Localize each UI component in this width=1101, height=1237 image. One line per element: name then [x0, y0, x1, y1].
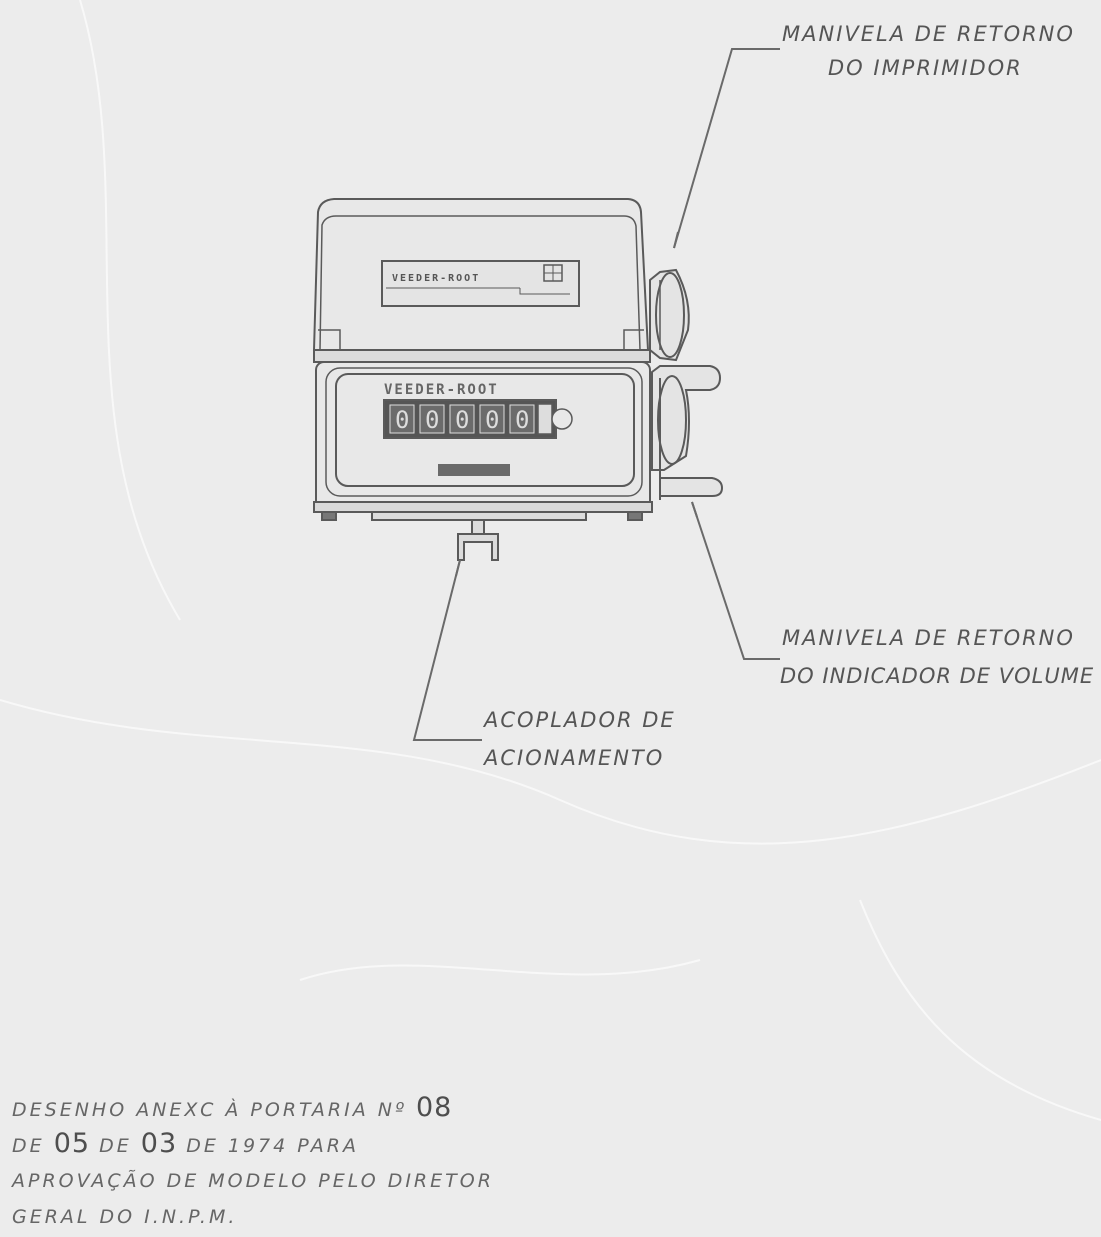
- counter-digit-2: 0: [425, 406, 439, 434]
- leader-lines: [412, 48, 780, 741]
- caption-de-2: DE: [99, 1135, 132, 1157]
- counter-digit-3: 0: [455, 406, 469, 434]
- caption-prefix: DESENHO ANEXC À PORTARIA Nº: [12, 1099, 407, 1121]
- caption-line-2: DE 05 DE 03 DE 1974 PARA: [12, 1130, 359, 1157]
- label-volume-crank-line1: MANIVELA DE RETORNO: [782, 626, 1075, 650]
- printer-brand-label: VEEDER-ROOT: [392, 273, 480, 284]
- volume-return-crank: [651, 365, 724, 500]
- counter-wheels: [383, 399, 573, 439]
- label-coupler-line1: ACOPLADOR DE: [484, 708, 676, 732]
- caption-line-4: GERAL DO I.N.P.M.: [12, 1206, 238, 1228]
- label-printer-crank-line1: MANIVELA DE RETORNO: [782, 22, 1075, 46]
- caption-month: 03: [140, 1128, 178, 1159]
- label-coupler-line2: ACIONAMENTO: [484, 746, 665, 770]
- caption-portaria-number: 08: [415, 1092, 453, 1123]
- caption-line-3: APROVAÇÃO DE MODELO PELO DIRETOR: [12, 1170, 494, 1192]
- printer-window: [381, 260, 580, 307]
- counter-brand-label: VEEDER-ROOT: [384, 382, 499, 398]
- caption-year-para: DE 1974 PARA: [186, 1135, 359, 1157]
- caption-de-1: DE: [12, 1135, 45, 1157]
- printer-return-crank: [649, 268, 690, 362]
- counter-digit-1: 0: [395, 406, 409, 434]
- label-printer-crank-line2: DO IMPRIMIDOR: [828, 56, 1023, 80]
- caption-line-1: DESENHO ANEXC À PORTARIA Nº 08: [12, 1094, 452, 1121]
- counter-window: [335, 373, 635, 487]
- counter-digit-5: 0: [515, 406, 529, 434]
- leader-volume-crank: [691, 501, 780, 660]
- paper-creases: [0, 0, 1101, 1121]
- meter-device: [312, 198, 724, 561]
- counter-digit-4: 0: [485, 406, 499, 434]
- caption-day: 05: [53, 1128, 91, 1159]
- leader-drive-coupler: [412, 559, 482, 741]
- drive-coupler: [457, 519, 499, 561]
- label-volume-crank-line2: DO INDICADOR DE VOLUME: [780, 664, 1095, 688]
- leader-printer-crank: [673, 48, 780, 249]
